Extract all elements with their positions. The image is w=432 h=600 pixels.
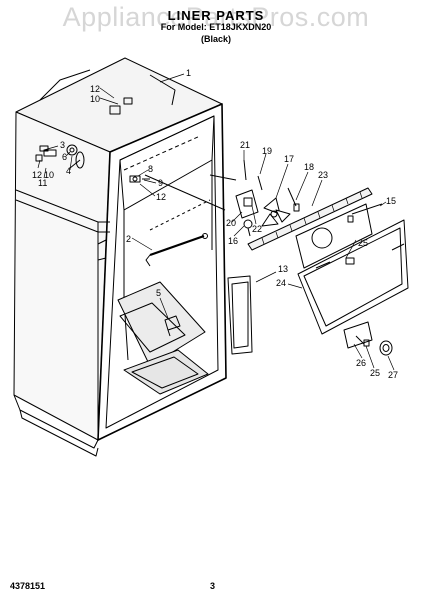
callout-26: 26 bbox=[356, 358, 366, 368]
callout-12b: 12 bbox=[32, 170, 42, 180]
leader-lines bbox=[37, 73, 395, 371]
evaporator-fan-assembly bbox=[235, 159, 383, 269]
heater-tube bbox=[145, 233, 208, 267]
liner-cabinet bbox=[13, 57, 227, 457]
callout-11: 11 bbox=[38, 178, 47, 188]
callout-20: 20 bbox=[226, 218, 236, 228]
callout-23: 23 bbox=[318, 170, 328, 180]
document-number: 4378151 bbox=[10, 581, 46, 591]
callout-12c: 12 bbox=[156, 192, 166, 202]
bracket-5 bbox=[164, 315, 181, 337]
callout-5: 5 bbox=[156, 288, 161, 298]
left-side-fittings bbox=[35, 144, 85, 169]
callout-12a: 12 bbox=[90, 84, 100, 94]
callout-15: 15 bbox=[386, 196, 396, 206]
callout-9: 9 bbox=[158, 178, 163, 188]
callout-25b: 25 bbox=[370, 368, 380, 378]
callout-13: 13 bbox=[278, 264, 288, 274]
callout-19: 19 bbox=[262, 146, 272, 156]
diagram-title: LINER PARTS bbox=[167, 8, 265, 23]
callout-2: 2 bbox=[126, 234, 131, 244]
callout-22: 22 bbox=[252, 224, 262, 234]
callout-24: 24 bbox=[276, 278, 286, 288]
control-housing bbox=[343, 321, 393, 356]
callout-1: 1 bbox=[186, 68, 191, 78]
watermark: AppliancePartsPros.com bbox=[62, 2, 370, 32]
clip-assembly-8-9 bbox=[129, 175, 150, 183]
callout-17: 17 bbox=[284, 154, 294, 164]
callout-8: 8 bbox=[148, 164, 153, 174]
callout-18: 18 bbox=[304, 162, 314, 172]
model-line: For Model: ET18JKXDN20 bbox=[160, 22, 272, 32]
evaporator-cover-panel bbox=[297, 219, 409, 335]
callout-25a: 25 bbox=[358, 238, 368, 248]
callout-4: 4 bbox=[66, 166, 71, 176]
page-number: 3 bbox=[210, 581, 216, 591]
callout-21: 21 bbox=[240, 140, 250, 150]
callout-10a: 10 bbox=[90, 94, 100, 104]
callout-16: 16 bbox=[228, 236, 238, 246]
callout-10b: 10 bbox=[44, 170, 54, 180]
callout-6: 6 bbox=[62, 152, 67, 162]
duct-cover bbox=[227, 275, 253, 355]
callout-labels: 1 12 10 3 6 12 10 4 11 8 9 12 2 5 21 19 … bbox=[32, 68, 398, 380]
color-note: (Black) bbox=[200, 34, 231, 44]
callout-3: 3 bbox=[60, 140, 65, 150]
callout-27: 27 bbox=[388, 370, 398, 380]
